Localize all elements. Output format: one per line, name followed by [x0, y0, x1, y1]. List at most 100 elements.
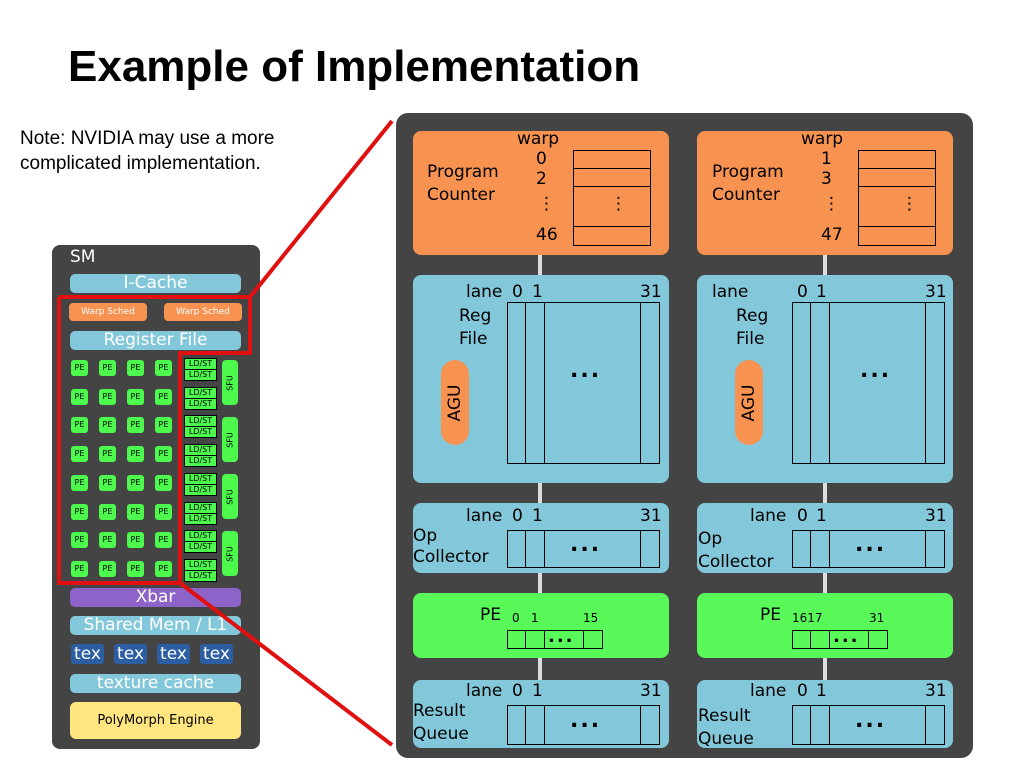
pc-label-1: Program: [427, 162, 499, 182]
pe-unit: PE: [127, 560, 144, 577]
op-label-2: Collector: [698, 552, 774, 572]
sfu-unit: SFU: [222, 531, 238, 576]
lane-31: 31: [640, 282, 662, 302]
pc-cell: [858, 168, 936, 187]
pe-unit: PE: [99, 417, 116, 434]
note-line-1: Note: NVIDIA may use a more: [20, 128, 275, 149]
lane-0: 0: [797, 681, 808, 701]
lane-1: 1: [532, 282, 543, 302]
op-lane-col: [925, 530, 945, 568]
pe-unit: PE: [155, 417, 172, 434]
note-text: Note: NVIDIA may use a more complicated …: [20, 126, 275, 176]
connector: [823, 483, 827, 503]
pe-unit: PE: [99, 503, 116, 520]
sfu-unit: SFU: [222, 417, 238, 462]
tex-unit: tex: [157, 644, 190, 664]
agu-unit: AGU: [735, 360, 763, 445]
pe-unit: PE: [155, 503, 172, 520]
op-collector-box-right: [697, 503, 953, 573]
pe-unit: PE: [99, 560, 116, 577]
lane-1: 1: [816, 282, 827, 302]
shared-mem-bar: Shared Mem / L1: [70, 616, 241, 635]
pe-unit: PE: [155, 446, 172, 463]
pe-unit: PE: [99, 474, 116, 491]
sfu-label: SFU: [225, 488, 235, 505]
sfu-label: SFU: [225, 431, 235, 448]
sfu-label: SFU: [225, 374, 235, 391]
pe-unit: PE: [155, 560, 172, 577]
connector: [823, 658, 827, 680]
lane-31: 31: [640, 681, 662, 701]
pc-label-2: Counter: [712, 185, 780, 205]
rq-label-2: Queue: [413, 724, 469, 744]
icache-bar: I-Cache: [70, 274, 241, 293]
warp-header: warp: [517, 129, 560, 149]
warp-sched-1: Warp Sched: [69, 303, 147, 321]
connector: [538, 658, 542, 680]
pe-unit: PE: [127, 474, 144, 491]
pe-unit: PE: [99, 532, 116, 549]
connector: [823, 255, 827, 275]
pe-lane-col: [583, 630, 603, 649]
pc-cell: [858, 186, 936, 227]
pe-unit: PE: [71, 417, 88, 434]
lane-1: 1: [816, 681, 827, 701]
pe-unit: PE: [127, 503, 144, 520]
pe-lane-col: [810, 630, 830, 649]
pe-unit: PE: [127, 360, 144, 376]
pe-unit: PE: [127, 532, 144, 549]
ellipsis-icon: ...: [570, 358, 602, 383]
op-lane-col: [810, 530, 830, 568]
pc-cell: [858, 226, 936, 246]
warp-id: 3: [821, 169, 832, 189]
ldst-unit: LD/ST: [184, 483, 217, 496]
pe-index-end: 31: [869, 611, 885, 625]
lane-31: 31: [925, 681, 947, 701]
pe-lane-col: [868, 630, 888, 649]
pe-index-start: 0: [512, 611, 520, 625]
pe-unit: PE: [71, 474, 88, 491]
warp-id: 47: [821, 225, 843, 245]
lane-label: lane: [750, 506, 787, 526]
sfu-label: SFU: [225, 545, 235, 562]
lane-0: 0: [512, 282, 523, 302]
tex-unit: tex: [200, 644, 233, 664]
ellipsis-icon: ...: [855, 532, 887, 557]
ldst-unit: LD/ST: [184, 541, 217, 554]
page-title: Example of Implementation: [68, 42, 641, 91]
rq-label-1: Result: [413, 701, 466, 721]
pe-box-right: [697, 593, 953, 658]
ldst-unit: LD/ST: [184, 369, 217, 381]
ldst-unit: LD/ST: [184, 512, 217, 525]
ellipsis-icon: ...: [548, 626, 575, 647]
reg-lane-col: [640, 302, 660, 464]
rq-label-1: Result: [698, 706, 751, 726]
pe-unit: PE: [99, 446, 116, 463]
lane-0: 0: [797, 282, 808, 302]
pe-unit: PE: [71, 560, 88, 577]
lane-label: lane: [466, 681, 503, 701]
pe-unit: PE: [155, 360, 172, 376]
ldst-unit: LD/ST: [184, 397, 217, 410]
connector: [538, 255, 542, 275]
warp-header: warp: [801, 129, 844, 149]
pe-unit: PE: [71, 360, 88, 376]
lane-0: 0: [797, 506, 808, 526]
warp-id: 46: [536, 225, 558, 245]
polymorph-engine: PolyMorph Engine: [70, 702, 241, 739]
lane-1: 1: [532, 506, 543, 526]
ldst-unit: LD/ST: [184, 455, 217, 468]
ldst-unit: LD/ST: [184, 569, 217, 582]
reg-label-2: File: [459, 329, 488, 349]
sm-label: SM: [70, 247, 96, 267]
rq-lane-col: [925, 705, 945, 745]
pe-label: PE: [760, 605, 781, 625]
pe-unit: PE: [127, 388, 144, 405]
pc-cell: [573, 226, 651, 246]
reg-lane-col: [925, 302, 945, 464]
warp-sched-2: Warp Sched: [164, 303, 242, 321]
rq-lane-col: [810, 705, 830, 745]
pe-label: PE: [480, 605, 501, 625]
warp-id: ⋮: [823, 194, 840, 214]
lane-31: 31: [640, 506, 662, 526]
